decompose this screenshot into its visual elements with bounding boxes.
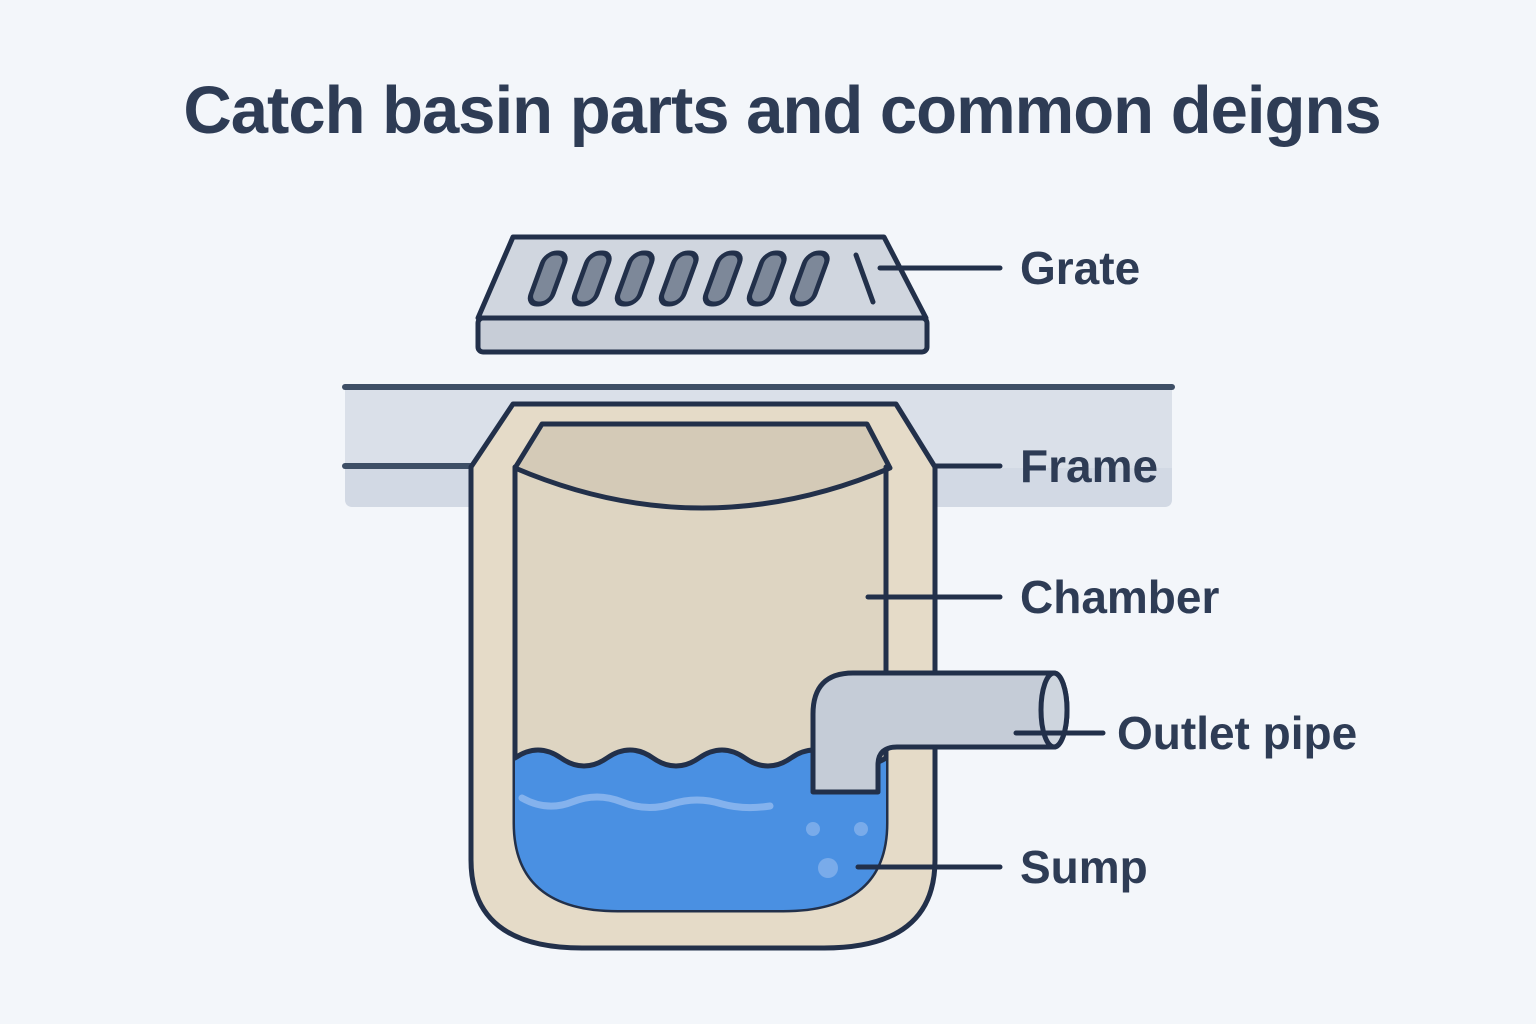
- grate-slots: [527, 250, 876, 307]
- grate-label: Grate: [1020, 242, 1140, 294]
- grate-slot: [527, 250, 568, 307]
- basin: [468, 401, 1070, 951]
- bubble: [806, 822, 820, 836]
- grate-slot: [789, 250, 830, 307]
- water-body: [515, 750, 886, 910]
- chamber-label: Chamber: [1020, 571, 1219, 623]
- outlet-pipe-opening: [1038, 670, 1070, 750]
- grate: [475, 234, 930, 355]
- bubble: [818, 858, 838, 878]
- part-labels: Grate Frame Chamber Outlet pipe Sump: [1020, 242, 1357, 893]
- grate-slot: [571, 250, 612, 307]
- outlet-pipe: [810, 670, 1070, 795]
- grate-slot: [746, 250, 787, 307]
- outlet-pipe-label: Outlet pipe: [1117, 707, 1357, 759]
- page-title: Catch basin parts and common deigns: [183, 73, 1380, 148]
- leader-lines: [855, 265, 1106, 870]
- frame-label: Frame: [1020, 440, 1158, 492]
- grate-slot: [658, 250, 699, 307]
- grate-slot: [614, 250, 655, 307]
- water-wave-highlight: [518, 793, 774, 812]
- grate-slot: [702, 250, 743, 307]
- grate-front-face: [475, 315, 930, 355]
- sump-label: Sump: [1020, 841, 1148, 893]
- bubble: [854, 822, 868, 836]
- grate-slot-thin-line: [853, 252, 876, 305]
